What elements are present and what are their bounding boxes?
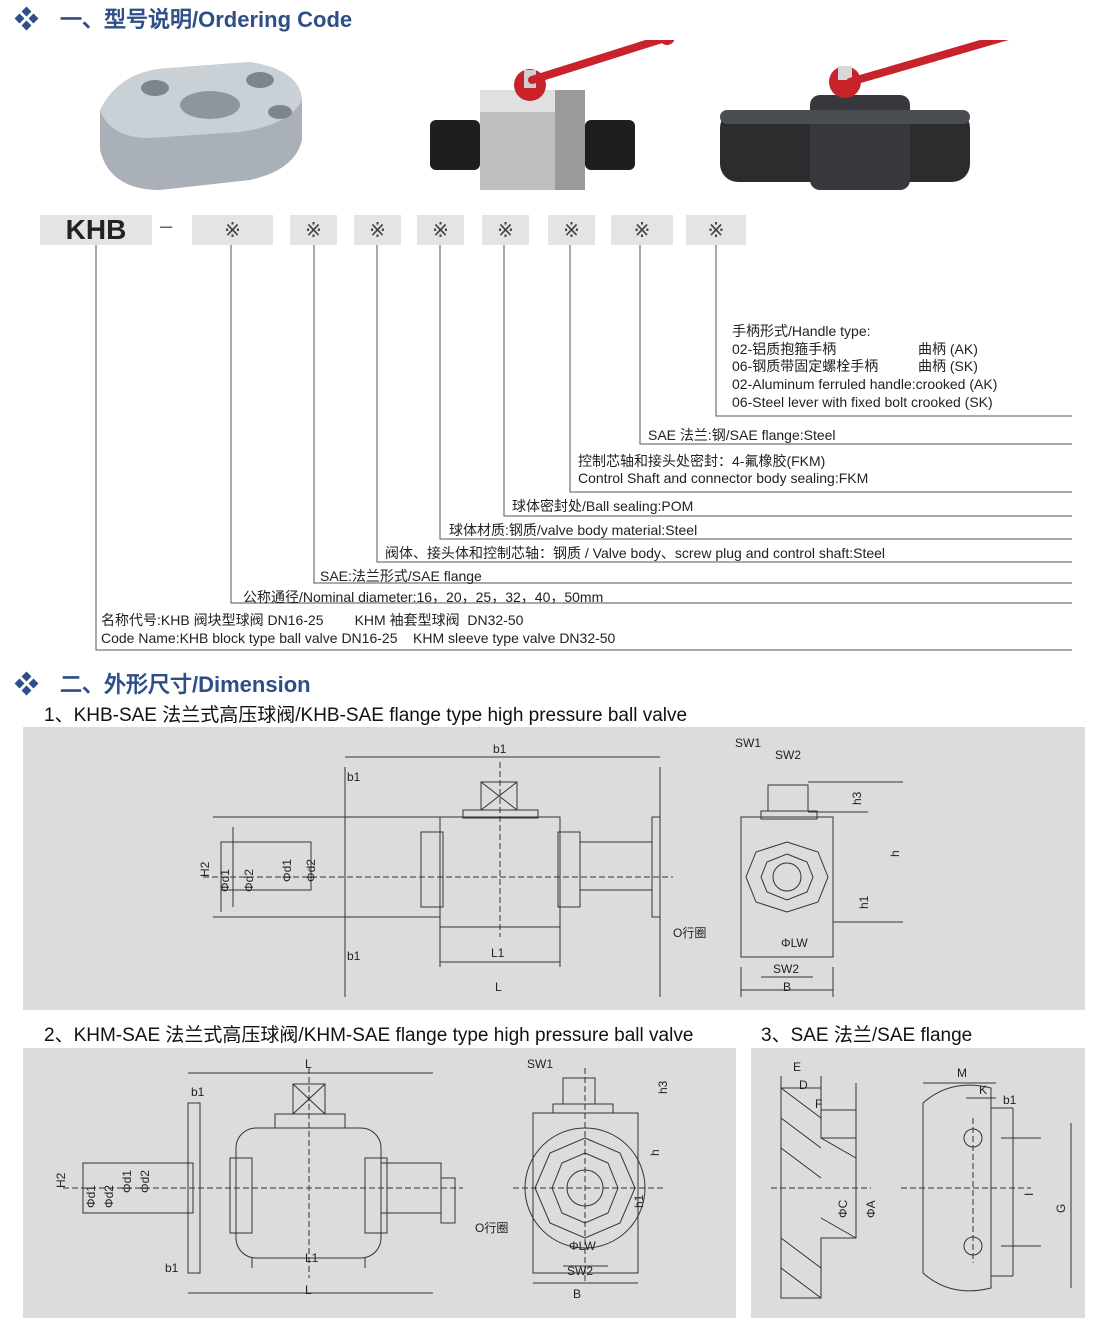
label-khm-d2-b: Φd2 xyxy=(138,1170,152,1193)
code-dash: – xyxy=(160,213,173,238)
handle-cn-2: 06-钢质带固定螺栓手柄 xyxy=(732,358,879,374)
diamond-bullet-icon xyxy=(12,6,42,31)
label-B: B xyxy=(783,980,791,994)
code-slot-8: ※ xyxy=(686,215,746,245)
label-khm-H2: H2 xyxy=(54,1172,68,1188)
label-b1-top: b1 xyxy=(493,742,507,756)
sae-flange-image xyxy=(100,62,302,190)
label-M: M xyxy=(957,1066,967,1080)
label-G: G xyxy=(1054,1204,1068,1213)
label-d1: Φd1 xyxy=(218,869,232,892)
label-SW2-bottom: SW2 xyxy=(773,962,799,976)
label-A: ΦA xyxy=(864,1200,878,1218)
handle-cn-1: 02-铝质抱箍手柄 xyxy=(732,341,837,357)
label-khm-h1: h1 xyxy=(632,1194,646,1208)
label-H2: H2 xyxy=(198,861,212,877)
label-b1-bottom: b1 xyxy=(347,949,361,963)
label-SW2: SW2 xyxy=(775,748,801,762)
section-title-dimension: 二、外形尺寸/Dimension xyxy=(12,667,311,699)
section-title-ordering: 一、型号说明/Ordering Code xyxy=(12,2,352,34)
section-title-text: 一、型号说明/Ordering Code xyxy=(60,7,353,32)
khm-drawing-panel: L b1 L1 L b1 H2 Φd1 Φd2 Φd1 Φd2 SW1 h3 h… xyxy=(23,1048,736,1318)
khm-sleeve-valve-image xyxy=(720,40,1009,190)
label-khm-d2: Φd2 xyxy=(102,1185,116,1208)
label-khm-b1-top: b1 xyxy=(191,1085,205,1099)
leader-lines xyxy=(95,245,1072,651)
label-khm-h3: h3 xyxy=(656,1080,670,1094)
label-khm-SW2: SW2 xyxy=(567,1264,593,1278)
khb-drawing: b1 b1 L1 L b1 H2 Φd1 Φd2 Φd1 Φd2 SW1 SW2… xyxy=(198,736,903,997)
label-oring: O行圈 xyxy=(673,926,706,940)
sae-flange-drawing-panel: E D F ΦC ΦA M K b1 I G xyxy=(751,1048,1085,1318)
product-images xyxy=(100,40,1009,190)
label-d2-b: Φd2 xyxy=(304,859,318,882)
label-LW: ΦLW xyxy=(781,936,808,950)
code-slot-4: ※ xyxy=(417,215,464,245)
khm-drawing: L b1 L1 L b1 H2 Φd1 Φd2 Φd1 Φd2 SW1 h3 h… xyxy=(54,1057,670,1301)
sae-flange-drawing: E D F ΦC ΦA M K b1 I G xyxy=(771,1060,1072,1299)
label-khm-L-top: L xyxy=(305,1057,312,1071)
code-slot-7: ※ xyxy=(611,215,673,245)
label-d2: Φd2 xyxy=(242,869,256,892)
label-K: K xyxy=(979,1083,987,1097)
label-h: h xyxy=(888,850,902,857)
label-khm-b1-bottom: b1 xyxy=(165,1261,179,1275)
handle-en-2: 06-Steel lever with fixed bolt crooked (… xyxy=(732,394,993,410)
label-SW1: SW1 xyxy=(735,736,761,750)
label-C: ΦC xyxy=(836,1199,850,1218)
label-khm-d1: Φd1 xyxy=(84,1185,98,1208)
label-F: F xyxy=(815,1097,822,1111)
label-b1-left: b1 xyxy=(347,770,361,784)
label-khm-oring: O行圈 xyxy=(475,1221,508,1235)
label-sae-b1: b1 xyxy=(1003,1093,1017,1107)
code-slot-3: ※ xyxy=(354,215,401,245)
label-khm-d1-b: Φd1 xyxy=(120,1170,134,1193)
code-slot-5: ※ xyxy=(482,215,529,245)
handle-cn-1-type: 曲柄 (AK) xyxy=(918,341,978,357)
code-slot-6: ※ xyxy=(548,215,595,245)
sae-flange-steel: SAE 法兰:钢/SAE flange:Steel xyxy=(648,427,836,443)
seal-cn: 控制芯轴和接头处密封：4-氟橡胶(FKM) xyxy=(578,453,826,469)
seal-en: Control Shaft and connector body sealing… xyxy=(578,470,869,486)
label-khm-B: B xyxy=(573,1287,581,1301)
code-main-text: KHB xyxy=(65,214,127,245)
code-slot-1: ※ xyxy=(192,215,273,245)
ball-sealing: 球体密封处/Ball sealing:POM xyxy=(512,498,694,514)
nominal-diameter: 公称通径/Nominal diameter:16，20，25，32，40，50m… xyxy=(243,589,604,605)
label-khm-SW1: SW1 xyxy=(527,1057,553,1071)
code-name-cn: 名称代号:KHB 阀块型球阀 DN16-25 KHM 袖套型球阀 DN32-50 xyxy=(101,612,524,628)
code-khb-box: KHB xyxy=(40,214,152,245)
label-I: I xyxy=(1022,1193,1036,1196)
label-khm-L1: L1 xyxy=(305,1251,319,1265)
label-khm-LW: ΦLW xyxy=(569,1239,596,1253)
handle-type-title: 手柄形式/Handle type: xyxy=(732,323,871,339)
label-L: L xyxy=(495,980,502,994)
subtitle-khm: 2、KHM-SAE 法兰式高压球阀/KHM-SAE flange type hi… xyxy=(44,1025,694,1046)
khb-block-valve-image xyxy=(430,40,675,190)
label-h3: h3 xyxy=(850,791,864,805)
label-d1-b: Φd1 xyxy=(280,859,294,882)
label-L1: L1 xyxy=(491,946,505,960)
ball-material: 球体材质:钢质/valve body material:Steel xyxy=(449,522,698,538)
label-h1: h1 xyxy=(857,895,871,909)
label-khm-h: h xyxy=(648,1149,662,1156)
valve-body-material: 阀体、接头体和控制芯轴：钢质 / Valve body、screw plug a… xyxy=(385,545,886,561)
handle-cn-2-type: 曲柄 (SK) xyxy=(918,358,978,374)
label-D: D xyxy=(799,1078,808,1092)
handle-en-1: 02-Aluminum ferruled handle:crooked (AK) xyxy=(732,376,998,392)
section-title-text: 二、外形尺寸/Dimension xyxy=(60,672,311,697)
sae-flange-form: SAE:法兰形式/SAE flange xyxy=(320,568,482,584)
label-E: E xyxy=(793,1060,801,1074)
code-slot-2: ※ xyxy=(290,215,337,245)
label-khm-L: L xyxy=(305,1283,312,1297)
khb-drawing-panel: b1 b1 L1 L b1 H2 Φd1 Φd2 Φd1 Φd2 SW1 SW2… xyxy=(23,727,1085,1010)
subtitle-sae: 3、SAE 法兰/SAE flange xyxy=(761,1025,973,1046)
diamond-bullet-icon xyxy=(12,671,42,696)
code-name-en: Code Name:KHB block type ball valve DN16… xyxy=(101,630,616,646)
subtitle-khb: 1、KHB-SAE 法兰式高压球阀/KHB-SAE flange type hi… xyxy=(44,705,688,726)
